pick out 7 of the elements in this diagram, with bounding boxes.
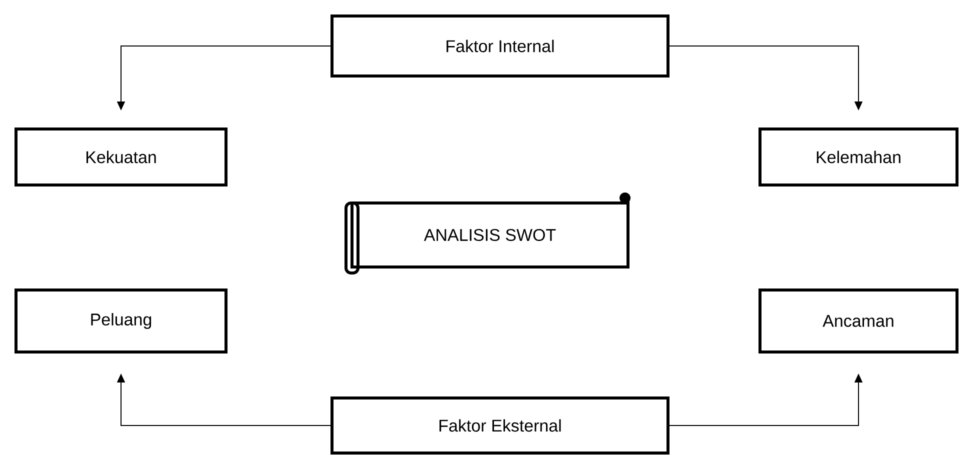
scroll-banner: ANALISIS SWOT: [344, 192, 630, 274]
process-box: Kelemahan: [758, 128, 958, 186]
process-box: Faktor Internal: [330, 14, 670, 78]
process-box: Peluang: [14, 288, 228, 354]
process-box: Kekuatan: [14, 128, 228, 186]
process-box: Ancaman: [758, 288, 958, 354]
process-box: Faktor Eksternal: [330, 396, 670, 454]
